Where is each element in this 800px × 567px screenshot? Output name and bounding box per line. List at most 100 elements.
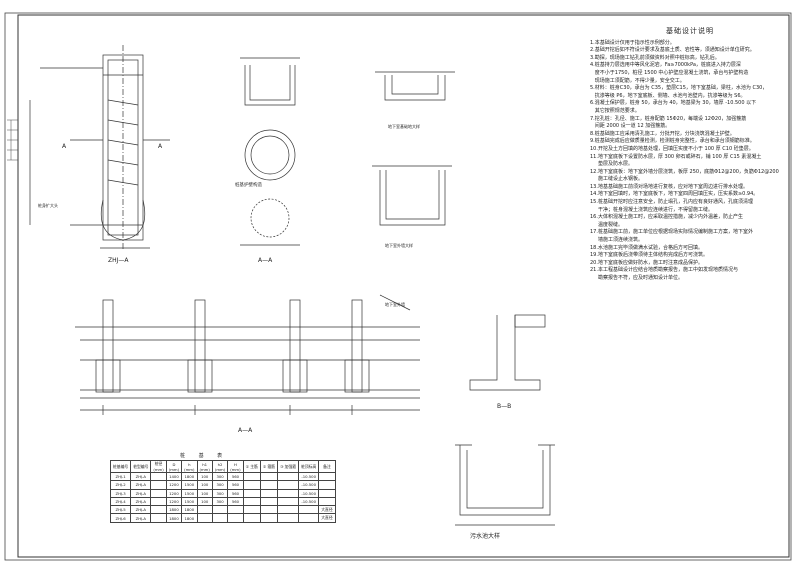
table-cell: -10.500 [298,488,320,498]
table-cell: 300 [211,496,229,507]
table-cell [318,471,336,482]
table-cell [150,488,167,498]
note-item: 17.桩基础施工前，施工单位应根据现场实际情况编制施工方案，地下室外 墙施工须连… [590,229,753,244]
table-cell: 560 [227,488,244,498]
table-cell: ZHJ-6 [109,513,132,523]
table-cell: 1200 [165,480,183,490]
table-cell: 1800 [181,513,198,523]
table-header-cell: ③ 加强箍 [277,460,300,473]
table-header-cell: H (mm) [227,460,244,473]
table-cell [150,471,167,482]
table-cell [298,505,320,515]
note-item: 16.大体积混凝土施工时，应采取温控措施，减少内外温差，防止产生 温度裂缝。 [590,214,743,228]
note-item: 11.地下室底板下设置防水层，厚 300 卵石或碎石，铺 100 厚 C15 素… [590,153,762,168]
table-title: 桩 基 表 [180,453,229,459]
table-cell [227,505,244,515]
pile-top-section [240,57,300,246]
table-cell: ZHJ-3 [109,488,132,498]
table-cell [277,513,300,523]
table-cell: ZHJ-A [130,480,152,490]
table-cell: 1800 [181,505,198,515]
foundation-section [75,294,420,415]
table-cell: 1200 [165,496,183,507]
table-cell [211,505,229,515]
pit-details [372,71,455,226]
table-header-cell: h (mm) [181,460,198,473]
table-cell: ZHJ-A [130,496,152,507]
table-cell [242,471,261,482]
table-cell: 1500 [181,496,198,507]
table-cell: 1500 [181,488,198,498]
inner-frame [17,14,790,558]
table-cell [242,505,261,515]
table-cell: 1800 [181,471,198,482]
sump-label: 污水池大样 [470,532,500,540]
table-cell [242,480,261,490]
table-cell [259,471,279,482]
table-cell: 1400 [165,471,183,482]
notes-title: 基础设计说明 [666,27,714,35]
pile-table: 桩基编号桩型编号桩径 (mm)D (mm)h (mm)h1 (mm)h2 (mm… [109,460,336,523]
table-cell: 1200 [165,488,183,498]
table-cell [150,480,167,490]
table-cell [227,513,244,523]
table-cell [211,513,229,523]
table-cell [259,488,279,498]
table-cell [150,496,167,507]
note-item: 10.开挖及土方回填的地基处理，回填压实度不小于 100 厚 C10 砼垫层。 [590,145,754,152]
table-cell [277,505,300,515]
table-cell [259,505,279,515]
table-cell: -10.500 [298,480,320,490]
table-header-cell: ② 箍筋 [259,460,279,473]
table-header-cell: 桩型编号 [130,460,152,473]
table-cell: -10.500 [298,471,320,482]
binding-strip [7,119,18,161]
table-cell: 1500 [181,480,198,490]
table-cell: 100 [196,471,213,482]
table-cell: ZHJ-2 [109,480,132,490]
table-cell [150,505,167,515]
table-cell: ZHJ-1 [109,471,132,482]
table-cell [318,488,336,498]
table-cell [277,471,300,482]
table-cell: 560 [227,496,244,507]
basement-wall-note: 地下室外墙 [385,301,405,307]
table-cell: 300 [211,471,229,482]
design-notes: 基础设计说明 1.本基础设计仅用于指示性示例部分。2.基础开挖后如不符设计要求及… [590,27,790,283]
note-item: 14.地下室回填时，地下室底板下，地下室四周回填压实，压实系数≥0.94。 [590,191,759,198]
note-item: 8.桩基础施工应采用清孔施工，分批开挖，分块浇筑混凝土护壁。 [590,130,735,137]
pile-note: 桩身扩大头 [38,202,58,208]
note-item: 13.地基基础施工前须对场地进行复核，应对地下室周边进行排水处理。 [590,183,748,190]
table-cell: 大直径 [318,513,336,523]
table-cell [196,513,213,523]
table-header-cell: 桩顶标高 [298,460,320,473]
note-item: 7.挖孔桩：孔径、施工，桩身配筋 15Φ20，每端设 12Φ20，加强箍筋 间距… [590,115,747,130]
table-header-cell: ① 主筋 [242,460,261,473]
table-header-cell: 备注 [318,460,336,473]
table-cell: 1800 [165,513,183,523]
table-cell [242,513,261,523]
table-cell: 100 [196,480,213,490]
section-bb-label: B—B [497,403,511,410]
table-cell: 560 [227,471,244,482]
table-cell: -10.500 [298,496,320,507]
table-cell [196,505,213,515]
table-cell [242,488,261,498]
table-header-cell: h2 (mm) [211,460,229,473]
table-cell: ZHJ-A [130,471,152,482]
table-header-row: 桩基编号桩型编号桩径 (mm)D (mm)h (mm)h1 (mm)h2 (mm… [109,460,336,473]
table-cell: 大直径 [318,505,336,515]
note-item: 2.基础开挖后如不符设计要求及基底土质、岩性等，须通知设计单位研究。 [590,47,755,54]
table-cell: 300 [211,488,229,498]
table-cell: ZHJ-5 [109,505,132,515]
note-item: 9.桩基础完成后应做质量检测，检测桩身完整性，承台和承台须钢筋标准。 [590,138,755,145]
wall-detail [469,314,546,391]
table-cell [259,480,279,490]
